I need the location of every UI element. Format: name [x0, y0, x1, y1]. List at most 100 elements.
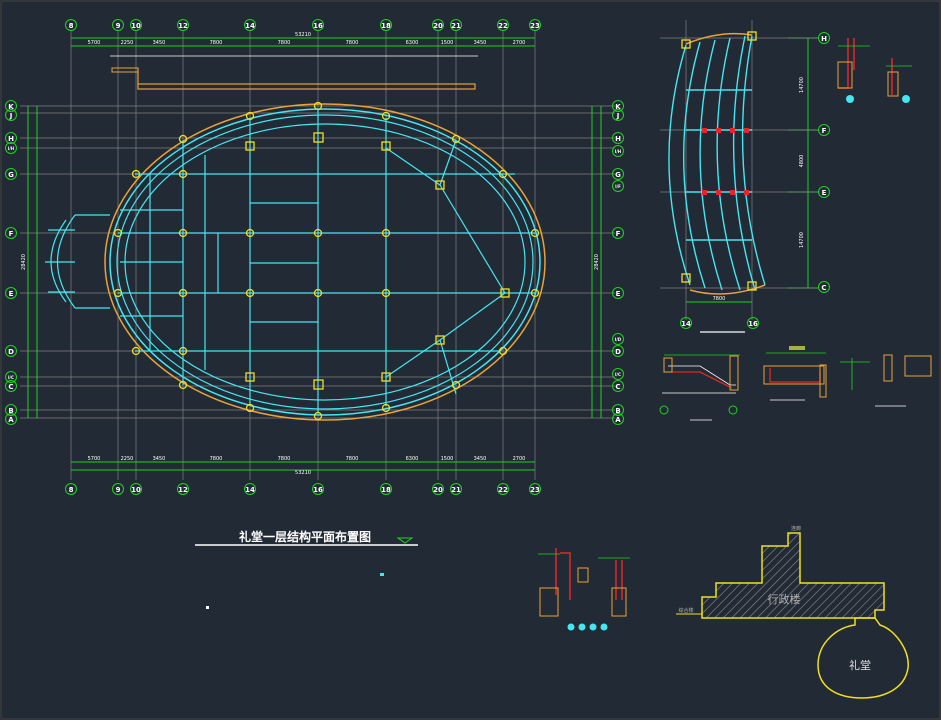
svg-text:K: K: [615, 103, 621, 111]
grid-bubble-right-1F: I/F: [612, 180, 624, 192]
detail-bubble-F: F: [818, 124, 830, 136]
top-dimension-lines: [71, 37, 535, 47]
svg-text:20: 20: [433, 22, 443, 30]
svg-text:14: 14: [245, 486, 255, 494]
svg-text:16: 16: [748, 320, 758, 328]
svg-text:G: G: [615, 171, 621, 179]
grid-bubble-top-8: 8: [65, 19, 77, 31]
grid-bubble-bottom-10: 10: [130, 483, 142, 495]
grid-bubble-left-F: F: [5, 227, 17, 239]
dim-bottom-total: 53210: [295, 470, 311, 476]
dim-bottom-8: 1500: [441, 456, 454, 462]
grid-bubble-right-G: G: [612, 168, 624, 180]
detail-dim-2: 4800: [799, 155, 805, 168]
grid-bubble-left-E: E: [5, 287, 17, 299]
svg-text:12: 12: [178, 22, 188, 30]
dim-top-4: 7800: [210, 40, 223, 46]
detail-bubble-C: C: [818, 281, 830, 293]
top-corridor-beam: [110, 55, 478, 90]
svg-text:10: 10: [131, 486, 141, 494]
svg-text:8: 8: [69, 22, 74, 30]
outer-ellipse-beam: [104, 103, 546, 421]
detail-dim-x: 7800: [713, 296, 726, 302]
svg-text:H: H: [821, 35, 827, 43]
grid-bubble-top-14: 14: [244, 19, 256, 31]
dim-bottom-2: 2250: [121, 456, 134, 462]
left-dimension-lines: [27, 106, 38, 418]
svg-text:B: B: [8, 407, 13, 415]
dim-bottom-10: 2700: [513, 456, 526, 462]
svg-text:12: 12: [178, 486, 188, 494]
grid-bubble-right-1H: I/H: [612, 145, 624, 157]
svg-text:18: 18: [381, 22, 391, 30]
svg-text:I/C: I/C: [8, 375, 14, 380]
bottom-dimension-lines: [71, 461, 535, 471]
grid-bubbles-bottom: 8 9 10 12 14 16 18 20 21 22 23: [65, 483, 541, 495]
left-canopy: [45, 214, 110, 309]
grid-bubble-bottom-20: 20: [432, 483, 444, 495]
svg-text:B: B: [615, 407, 620, 415]
detail-bubble-E: E: [818, 186, 830, 198]
svg-text:E: E: [616, 290, 621, 298]
svg-text:H: H: [615, 135, 621, 143]
site-label-admin: 行政楼: [768, 592, 801, 606]
grid-bubble-right-F: F: [612, 227, 624, 239]
svg-text:K: K: [8, 103, 14, 111]
dim-top-2: 2250: [121, 40, 134, 46]
dim-top-8: 1500: [441, 40, 454, 46]
grid-bubble-left-1H: I/H: [5, 142, 17, 154]
dim-top-10: 2700: [513, 40, 526, 46]
svg-text:9: 9: [116, 486, 121, 494]
svg-text:I/F: I/F: [615, 184, 621, 189]
grid-bubble-top-16: 16: [312, 19, 324, 31]
main-structural-plan: 5700 2250 3450 7800 7800 7800 6300 1500 …: [5, 19, 624, 495]
svg-text:14: 14: [245, 22, 255, 30]
svg-text:20: 20: [433, 486, 443, 494]
svg-text:D: D: [615, 348, 621, 356]
grid-bubble-bottom-16: 16: [312, 483, 324, 495]
grid-bubble-top-23: 23: [529, 19, 541, 31]
section-details-bottom-center: [538, 548, 630, 631]
svg-text:E: E: [822, 189, 827, 197]
ring-beam-outer: [109, 108, 541, 416]
svg-text:I/H: I/H: [8, 146, 14, 151]
dim-top-7: 6300: [406, 40, 419, 46]
grid-bubble-left-B: B: [5, 404, 17, 416]
svg-text:10: 10: [131, 22, 141, 30]
site-note-top: 连廊: [791, 525, 801, 532]
drawing-title: 礼堂一层结构平面布置图: [239, 529, 371, 544]
dim-top-6: 7800: [346, 40, 359, 46]
dim-bottom-4: 7800: [210, 456, 223, 462]
grid-bubble-left-C: C: [5, 380, 17, 392]
svg-text:22: 22: [498, 22, 508, 30]
dim-bottom-6: 7800: [346, 456, 359, 462]
svg-text:16: 16: [313, 486, 323, 494]
dim-bottom-1: 5700: [88, 456, 101, 462]
top-dimension-labels: 5700 2250 3450 7800 7800 7800 6300 1500 …: [88, 32, 526, 46]
svg-text:G: G: [8, 171, 14, 179]
grid-bubble-bottom-8: 8: [65, 483, 77, 495]
grid-bubble-right-1C: I/C: [612, 368, 624, 380]
grid-bubble-left-1C: I/C: [5, 371, 17, 383]
axis-lines-vertical: [70, 30, 536, 480]
admin-building-outline: [701, 532, 885, 619]
grid-bubble-right-B: B: [612, 404, 624, 416]
detail-bubble-H: H: [818, 32, 830, 44]
svg-text:8: 8: [69, 486, 74, 494]
grid-bubble-bottom-18: 18: [380, 483, 392, 495]
svg-text:21: 21: [451, 486, 461, 494]
grid-bubble-top-12: 12: [177, 19, 189, 31]
svg-text:21: 21: [451, 22, 461, 30]
dim-bottom-3: 3450: [153, 456, 166, 462]
svg-text:J: J: [9, 112, 13, 120]
grid-bubble-bottom-21: 21: [450, 483, 462, 495]
dim-bottom-5: 7800: [278, 456, 291, 462]
bottom-dimension-labels: 5700 2250 3450 7800 7800 7800 6300 1500 …: [88, 456, 526, 476]
grid-bubble-top-20: 20: [432, 19, 444, 31]
grid-bubbles-top: 8 9 10 12 14 16 18 20 21 22 23: [65, 19, 541, 31]
svg-text:C: C: [8, 383, 13, 391]
dim-left-total: 28420: [21, 254, 27, 270]
svg-text:I/D: I/D: [615, 337, 622, 342]
